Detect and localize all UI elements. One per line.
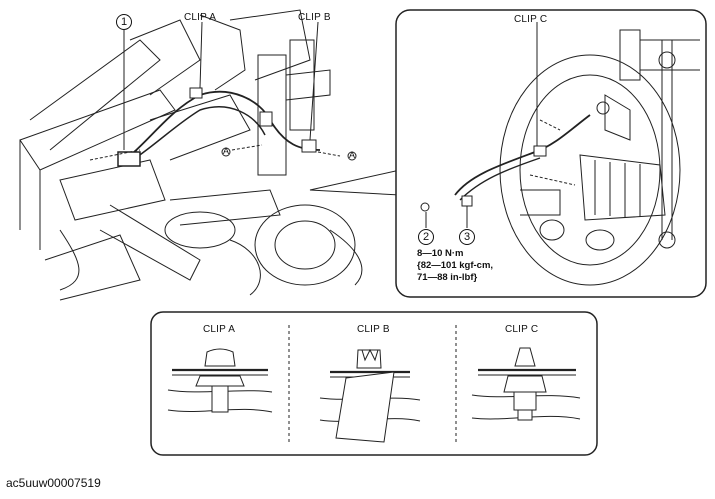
figure-code: ac5uuw00007519 [6, 476, 101, 490]
inset-frame [395, 9, 707, 298]
detail-clip-b-label: CLIP B [357, 324, 390, 335]
callout-clip-b: CLIP B [298, 12, 331, 23]
callout-clip-a: CLIP A [184, 12, 217, 23]
callout-arrow-a-1: A [223, 146, 230, 156]
detail-clip-a-label: CLIP A [203, 324, 236, 335]
inset-linework [420, 22, 700, 286]
detail-clip-c-label: CLIP C [505, 324, 539, 335]
inset-pointer [309, 169, 401, 196]
clip-a-detail [167, 348, 273, 413]
callout-item-1: 1 [116, 14, 132, 30]
torque-spec-line-2: {82—101 kgf-cm, [417, 260, 494, 271]
callout-clip-c: CLIP C [514, 14, 548, 25]
callout-item-3: 3 [459, 229, 475, 245]
torque-spec-line-1: 8—10 N·m [417, 248, 464, 259]
clip-b-detail [319, 348, 421, 443]
clip-c-detail [471, 347, 581, 421]
torque-spec: 8—10 N·m {82—101 kgf-cm, 71—88 in-lbf} [417, 248, 493, 284]
callout-arrow-a-2: A [349, 150, 356, 160]
chassis-linework [19, 9, 363, 301]
callout-item-2: 2 [418, 229, 434, 245]
torque-spec-line-3: 71—88 in-lbf} [417, 272, 478, 283]
